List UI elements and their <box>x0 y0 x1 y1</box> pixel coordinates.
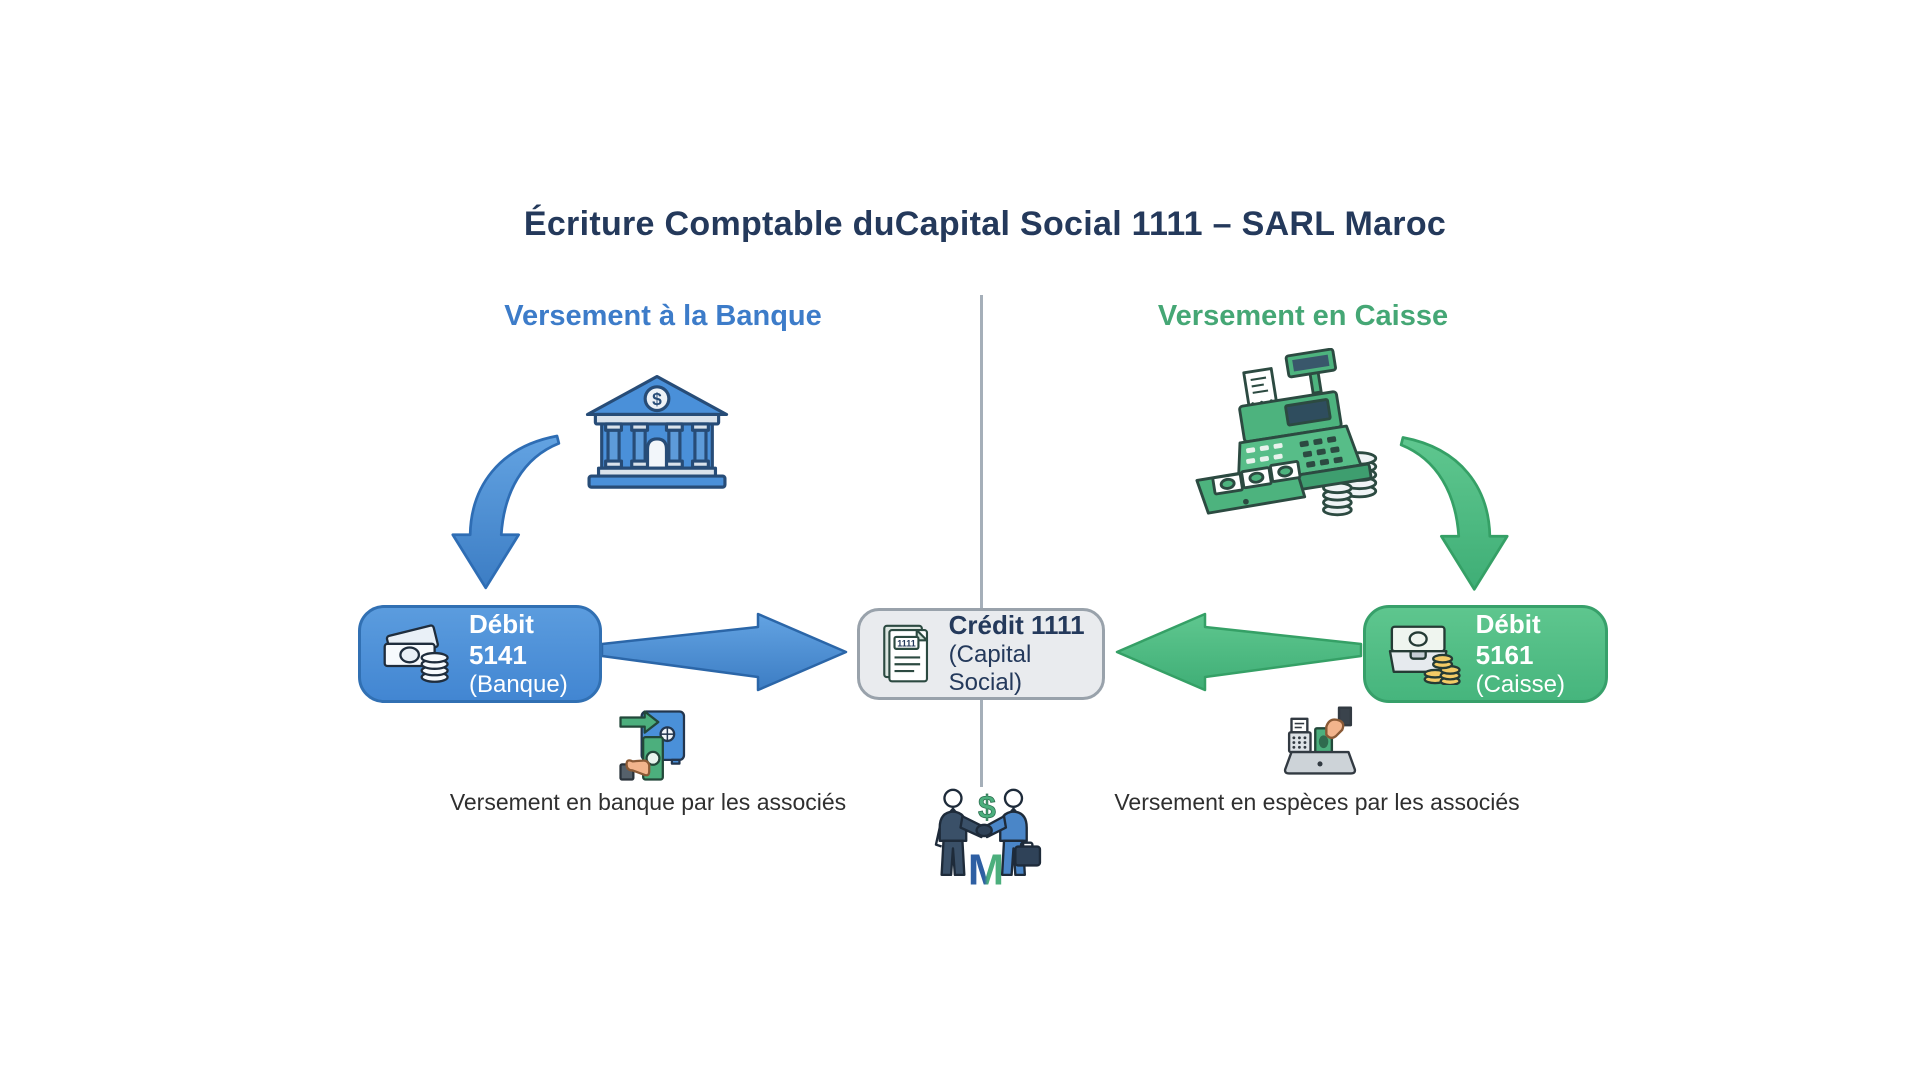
right-column-header: Versement en Caisse <box>1157 300 1449 332</box>
left-caption: Versement en banque par les associés <box>449 789 847 815</box>
banknotes-coins-icon <box>383 624 449 683</box>
document-1111-text: 1111 <box>897 638 915 648</box>
debit-5161-box: Débit 5161 (Caisse) <box>1363 605 1608 703</box>
dollar-glyph: $ <box>652 389 662 409</box>
curved-arrow-blue <box>451 434 561 590</box>
left-column-header: Versement à la Banque <box>504 300 822 332</box>
logo-letter-m: M <box>968 846 1004 890</box>
bank-building-icon: $ <box>585 374 729 489</box>
curved-arrow-green <box>1399 436 1509 591</box>
cash-register-icon <box>1195 348 1378 517</box>
credit-1111-box: 1111 Crédit 1111 (Capital Social) <box>857 608 1105 700</box>
cash-deposit-safe-icon <box>619 710 686 781</box>
ledger-document-icon: 1111 <box>883 624 929 683</box>
debit-5141-sublabel: (Banque) <box>468 670 568 698</box>
debit-5141-box: Débit 5141 (Banque) <box>358 605 602 703</box>
right-caption: Versement en espèces par les associés <box>1114 789 1520 815</box>
debit-5161-sublabel: (Caisse) <box>1475 670 1565 698</box>
arrow-green-to-credit <box>1115 612 1363 692</box>
credit-1111-sublabel: (Capital Social) <box>948 641 1032 697</box>
partners-handshake-logo: M $ <box>934 788 1042 890</box>
credit-1111-label: Crédit 1111 <box>948 610 1085 641</box>
debit-5161-label: Débit 5161 <box>1475 609 1541 670</box>
vertical-divider <box>980 295 983 787</box>
page-title: Écriture Comptable duCapital Social 1111… <box>523 205 1447 243</box>
cash-drawer-coins-icon <box>1388 625 1461 685</box>
debit-5141-label: Débit 5141 <box>468 609 534 670</box>
arrow-blue-to-credit <box>600 612 848 692</box>
logo-dollar-sign: $ <box>978 789 996 825</box>
hand-inserting-cash-icon <box>1283 706 1357 775</box>
